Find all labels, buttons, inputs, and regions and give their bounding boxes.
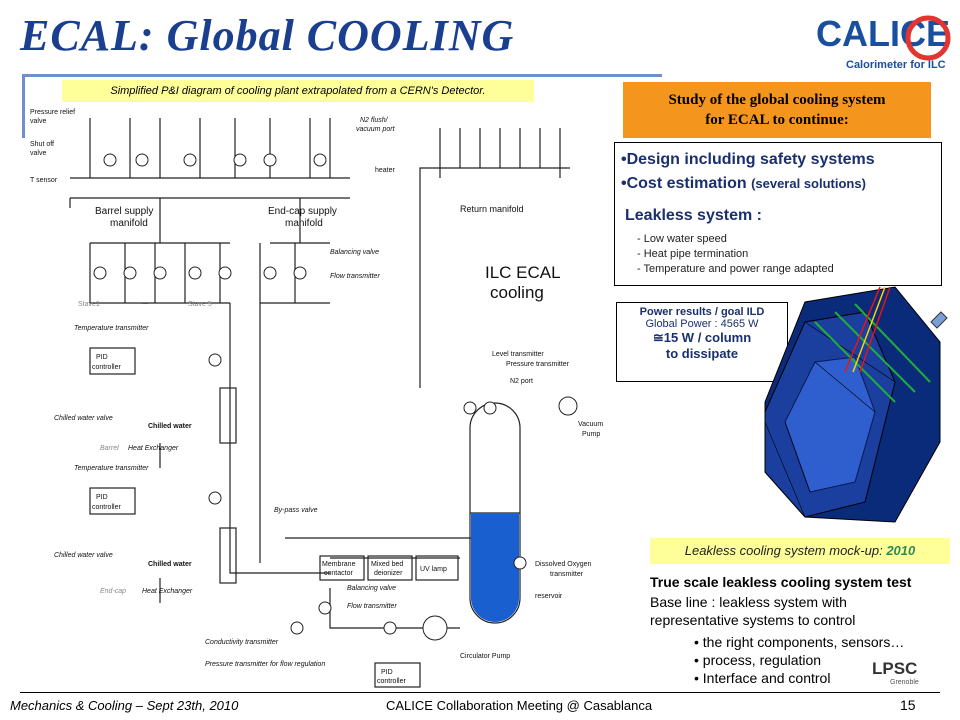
- label-barrel-supply-2: manifold: [110, 218, 148, 229]
- true-scale-heading: True scale leakless cooling system test: [650, 574, 912, 590]
- label-barrel-hx: Barrel: [100, 445, 119, 452]
- label-pressure-flow-reg: Pressure transmitter for flow regulation: [205, 661, 325, 668]
- power-line-1: Power results / goal ILD: [639, 306, 765, 318]
- label-mixed-bed: Mixed bed: [371, 561, 403, 568]
- leakless-item: - Heat pipe termination: [637, 248, 749, 260]
- label-dots: ...: [142, 299, 148, 306]
- label-uv-lamp: UV lamp: [420, 566, 447, 573]
- label-pressure-transmitter: Pressure transmitter: [506, 361, 570, 368]
- label-barrel-supply: Barrel supply: [95, 206, 153, 217]
- label-balancing-valve: Balancing valve: [330, 249, 379, 256]
- label-n2-flush: N2 flush/: [360, 117, 389, 124]
- mockup-text: Leakless cooling system mock-up:: [684, 543, 887, 558]
- title-vertical-rule: [22, 74, 25, 138]
- study-box: Study of the global cooling system for E…: [623, 82, 931, 138]
- label-chilled-water-valve: Chilled water valve: [54, 415, 113, 422]
- page-number: 15: [900, 697, 916, 713]
- label-chilled-water: Chilled water: [148, 423, 192, 430]
- bullet-list: • the right components, sensors… • proce…: [694, 633, 904, 687]
- label-return-manifold: Return manifold: [460, 204, 524, 214]
- task-cost-main: •Cost estimation: [621, 175, 752, 192]
- calice-logo: CALICE Calorimeter for ILC: [816, 13, 951, 71]
- label-pid-1: PID: [96, 354, 108, 361]
- label-n2-flush-2: vacuum port: [356, 126, 396, 133]
- label-heater: heater: [375, 167, 396, 174]
- label-dissolved-oxygen: Dissolved Oxygen: [535, 561, 592, 568]
- label-t-sensor: T sensor: [30, 177, 58, 184]
- slide-title: ECAL: Global COOLING: [20, 11, 515, 60]
- tasks-box: •Design including safety systems •Cost e…: [614, 142, 942, 286]
- task-design: •Design including safety systems: [621, 151, 875, 168]
- task-cost: •Cost estimation (several solutions): [621, 175, 866, 193]
- mockup-year: 2010: [886, 543, 916, 558]
- label-balancing-valve-2: Balancing valve: [347, 585, 396, 592]
- calice-logo-subtitle: Calorimeter for ILC: [846, 59, 946, 71]
- label-pid-3: PID: [381, 669, 393, 676]
- lpsc-logo-sub: Grenoble: [890, 679, 919, 686]
- label-ilc-ecal: ILC ECAL: [485, 263, 561, 282]
- label-mixed-bed-2: deionizer: [374, 570, 403, 577]
- label-endcap-hx: End-cap: [100, 588, 126, 595]
- label-ilc-ecal-2: cooling: [490, 283, 544, 302]
- label-stave5: Stave 5: [188, 301, 212, 308]
- label-reservoir: reservoir: [535, 593, 563, 600]
- diagram-caption: Simplified P&I diagram of cooling plant …: [62, 80, 534, 102]
- label-flow-transmitter: Flow transmitter: [330, 273, 380, 280]
- label-endcap-supply: End-cap supply: [268, 206, 337, 217]
- label-n2-port: N2 port: [510, 378, 533, 385]
- label-temp-transmitter-2: Temperature transmitter: [74, 465, 149, 472]
- label-vacuum: Vacuum: [578, 421, 603, 428]
- bullet-item: • process, regulation: [694, 652, 822, 668]
- label-pid-1b: controller: [92, 364, 121, 371]
- footer-rule: [20, 692, 940, 693]
- label-dissolved-oxygen-2: transmitter: [550, 571, 584, 578]
- footer-center: CALICE Collaboration Meeting @ Casablanc…: [386, 698, 653, 713]
- label-chilled-water-2: Chilled water: [148, 561, 192, 568]
- label-stave1: Stave1: [78, 301, 100, 308]
- study-line-1: Study of the global cooling system: [668, 92, 886, 108]
- label-level-transmitter: Level transmitter: [492, 351, 544, 358]
- label-endcap-supply-2: manifold: [285, 218, 323, 229]
- study-line-2: for ECAL to continue:: [705, 112, 849, 128]
- label-circulator-pump: Circulator Pump: [460, 653, 510, 660]
- label-chilled-water-valve-2: Chilled water valve: [54, 552, 113, 559]
- label-pid-3b: controller: [377, 678, 406, 685]
- label-endcap-hx-2: Heat Exchanger: [142, 588, 193, 595]
- pid-diagram: Pressure relief valve Shut off valve T s…: [30, 109, 603, 688]
- mockup-banner: Leakless cooling system mock-up: 2010: [650, 538, 950, 564]
- leakless-heading: Leakless system :: [625, 207, 762, 224]
- label-conductivity: Conductivity transmitter: [205, 639, 279, 646]
- leakless-item: - Temperature and power range adapted: [637, 263, 834, 275]
- footer-left: Mechanics & Cooling – Sept 23th, 2010: [10, 698, 239, 713]
- power-line-4: to dissipate: [665, 346, 739, 361]
- bullet-item: • the right components, sensors…: [694, 634, 905, 650]
- lpsc-logo-text: LPSC: [872, 659, 917, 678]
- power-line-3: ≅15 W / column: [652, 330, 752, 345]
- title-rule: [22, 74, 662, 77]
- leakless-item: - Low water speed: [637, 233, 727, 245]
- power-results-box: Power results / goal ILD Global Power : …: [616, 302, 788, 382]
- label-pressure-relief-2: valve: [30, 118, 46, 125]
- lpsc-logo: LPSC Grenoble: [872, 659, 919, 686]
- power-line-2: Global Power : 4565 W: [645, 318, 759, 330]
- label-shut-off: Shut off: [30, 141, 54, 148]
- label-flow-transmitter-2: Flow transmitter: [347, 603, 397, 610]
- label-vacuum-2: Pump: [582, 431, 600, 438]
- label-barrel-hx-2: Heat Exchanger: [128, 445, 179, 452]
- label-pid-2b: controller: [92, 504, 121, 511]
- label-membrane: Membrane: [322, 561, 356, 568]
- bullet-item: • Interface and control: [694, 670, 831, 686]
- logo-ring-icon: [905, 15, 951, 61]
- calorimeter-image: [764, 286, 948, 523]
- task-cost-small: (several solutions): [751, 176, 866, 191]
- reservoir-water: [471, 513, 519, 622]
- label-shut-off-2: valve: [30, 150, 46, 157]
- label-membrane-2: contactor: [324, 570, 353, 577]
- label-pid-2: PID: [96, 494, 108, 501]
- baseline-text: Base line : leakless system with represe…: [650, 594, 856, 628]
- label-pressure-relief: Pressure relief: [30, 109, 75, 116]
- label-bypass-valve: By-pass valve: [274, 507, 318, 514]
- label-temp-transmitter: Temperature transmitter: [74, 325, 149, 332]
